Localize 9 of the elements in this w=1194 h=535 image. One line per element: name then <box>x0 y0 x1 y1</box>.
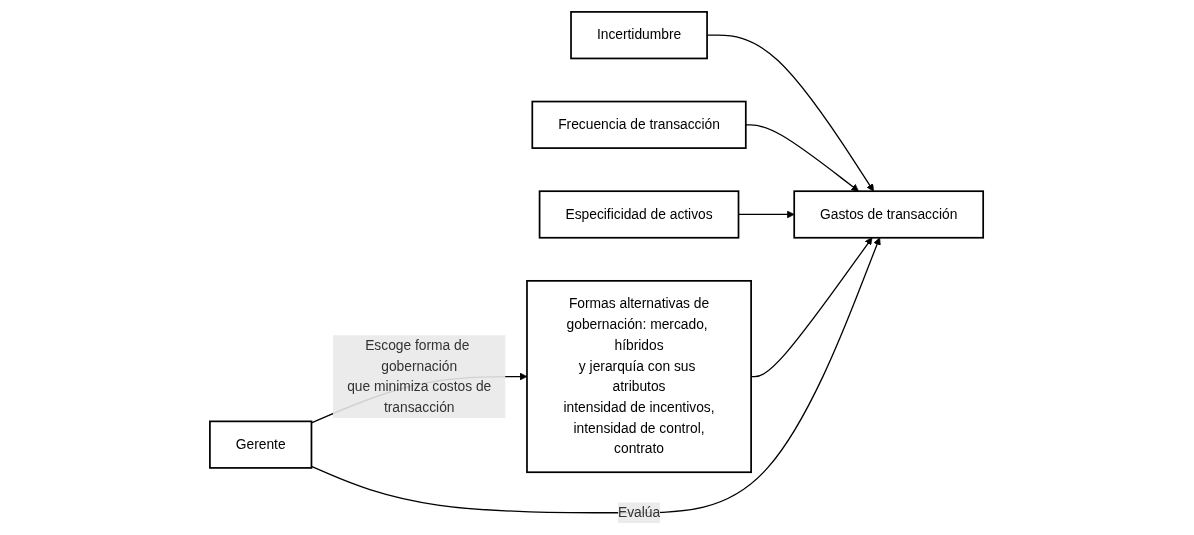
node-box: Frecuencia de transacción <box>531 100 748 149</box>
node-box: Especificidad de activos <box>539 190 740 239</box>
node-box: Gastos de transacción <box>793 190 985 239</box>
node-box: Formas alternativas de gobernación: mercado, híbridos y jerarquía con sus atributos intensidad de incentivos, intensidad de control, contrato <box>526 280 753 474</box>
node-box: Incertidumbre <box>570 11 709 60</box>
arrow <box>738 210 795 219</box>
node-box: Gerente <box>209 420 313 469</box>
edge-label: Evalúa <box>618 504 661 520</box>
edge-label: Escoge forma de gobernación que minimiza costos de transacción <box>347 337 492 415</box>
